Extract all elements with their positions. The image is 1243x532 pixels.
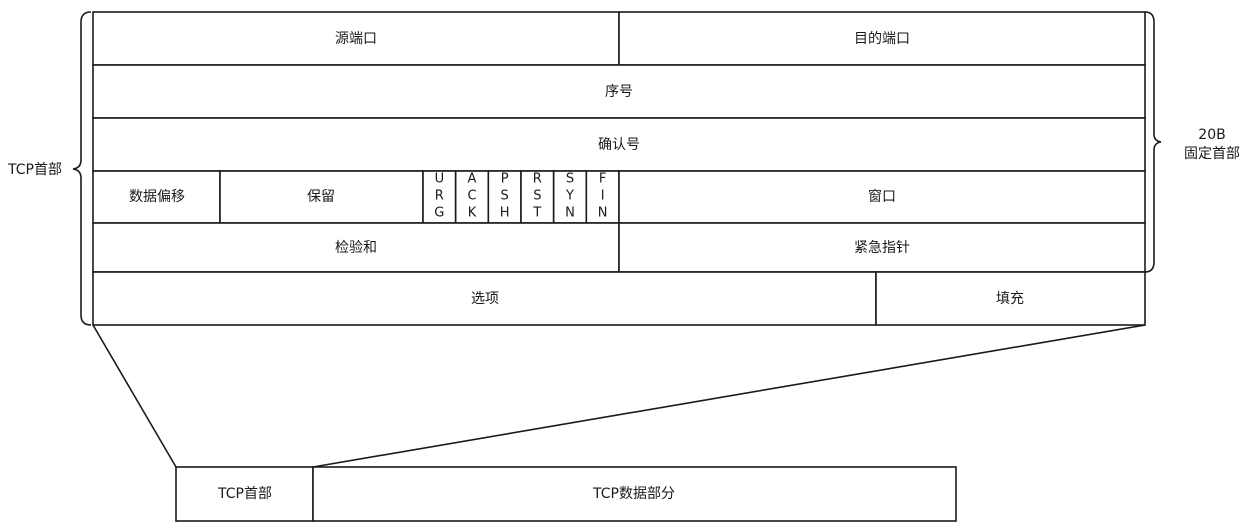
flag-cell-ack (454, 170, 490, 224)
cell-source-port (92, 11, 620, 66)
expansion-line-left (92, 324, 177, 468)
window-label: 窗口 (868, 188, 896, 205)
cell-padding (875, 271, 1146, 326)
cell-dest-port (618, 11, 1146, 66)
cell-checksum (92, 222, 620, 273)
tcp-header-brace (72, 11, 92, 326)
reserved-label: 保留 (307, 189, 335, 205)
flag-urg-char: R (435, 189, 444, 204)
flag-psh-char: P (501, 172, 509, 187)
flag-urg-char: G (434, 206, 444, 221)
segment-data-box (312, 466, 957, 522)
flag-rst-char: S (533, 189, 541, 204)
checksum-label: 检验和 (335, 240, 377, 256)
ack-num-label: 确认号 (598, 137, 640, 153)
segment-header-label: TCP首部 (217, 486, 272, 502)
fixed-header-brace (1144, 11, 1162, 273)
flag-cell-fin (585, 170, 620, 224)
flag-ack-char: A (468, 172, 477, 187)
flag-syn-char: Y (565, 189, 574, 204)
flag-rst-char: T (532, 206, 541, 221)
flag-psh-char: S (501, 189, 509, 204)
segment-data-label: TCP数据部分 (592, 486, 675, 502)
flag-fin-char: I (601, 189, 605, 204)
dest-port-label: 目的端口 (854, 31, 910, 47)
options-label: 选项 (471, 291, 499, 307)
fixed-header-size-label: 20B (1198, 127, 1225, 143)
flag-ack-char: C (467, 189, 476, 204)
seq-label: 序号 (605, 84, 633, 100)
flag-rst-char: R (533, 172, 542, 187)
expansion-line-right (312, 324, 1146, 468)
fixed-header-label: 固定首部 (1184, 146, 1240, 162)
cell-options (92, 271, 877, 326)
data-offset-label: 数据偏移 (129, 189, 185, 205)
flag-syn-char: S (566, 172, 574, 187)
flag-syn-char: N (565, 206, 575, 221)
padding-label: 填充 (996, 291, 1024, 307)
cell-reserved (219, 170, 424, 224)
tcp-header-left-label: TCP首部 (7, 162, 62, 178)
cell-ack-num (92, 117, 1146, 172)
flag-fin-char: F (599, 172, 606, 187)
cell-seq (92, 64, 1146, 119)
flag-urg-char: U (435, 172, 445, 187)
flag-cell-rst (520, 170, 555, 224)
flag-fin-char: N (598, 206, 608, 221)
flag-ack-char: K (468, 206, 477, 221)
urgent-pointer-label: 紧急指针 (854, 240, 910, 256)
source-port-label: 源端口 (335, 31, 377, 47)
flag-psh-char: H (500, 206, 510, 221)
segment-header-box (175, 466, 314, 522)
